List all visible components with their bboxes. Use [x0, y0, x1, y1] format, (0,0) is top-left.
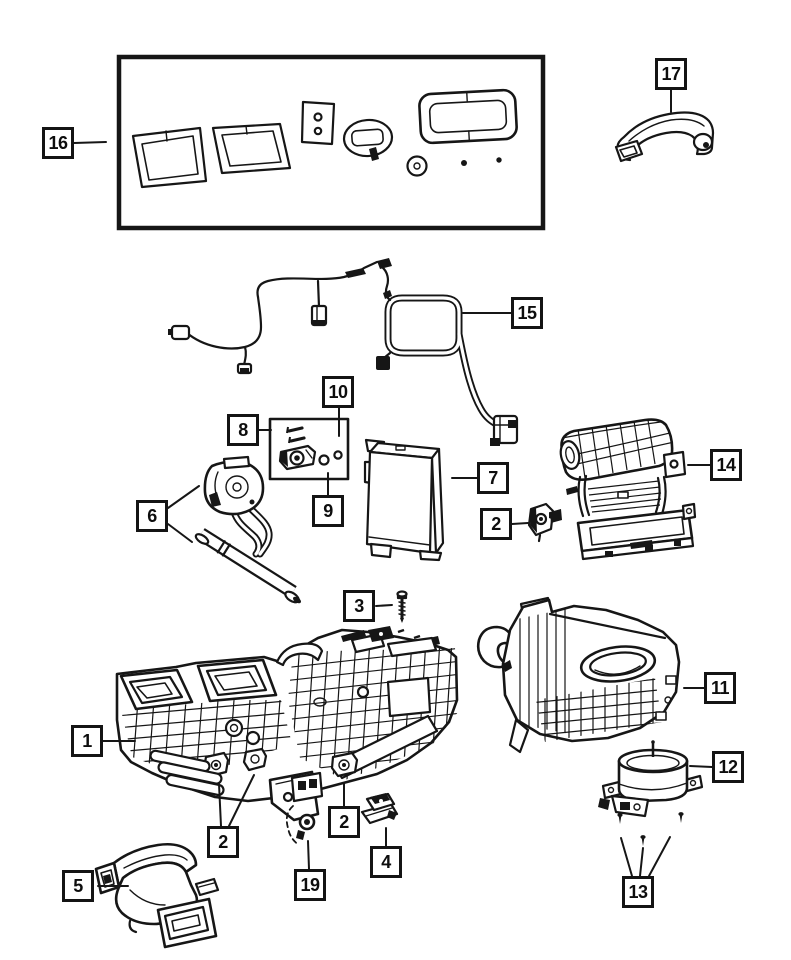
part-6-heater-core-tubes: [194, 455, 302, 604]
callout-13: 13: [622, 876, 654, 908]
part-1-hvac-housing: [115, 626, 459, 822]
callout-3: 3: [343, 590, 375, 622]
callout-9: 9: [312, 495, 344, 527]
part-5-floor-duct: [94, 842, 220, 949]
callout-2-left: 2: [207, 826, 239, 858]
callout-1: 1: [71, 725, 103, 757]
part-17-duct: [614, 111, 715, 163]
callout-10: 10: [322, 376, 354, 408]
leader-lines: [73, 89, 713, 887]
part-3-screw: [396, 590, 408, 623]
callout-2-evaporator: 2: [480, 508, 512, 540]
callout-8: 8: [227, 414, 259, 446]
part-13-screws: [617, 812, 684, 846]
callout-6: 6: [136, 500, 168, 532]
callout-5: 5: [62, 870, 94, 902]
part-12-blower-motor: [598, 740, 704, 818]
callout-19: 19: [294, 869, 326, 901]
part-16-seal-kit-panel: [116, 54, 546, 231]
part-8-9-10-hardware-kit: [268, 417, 350, 481]
callout-7: 7: [477, 462, 509, 494]
callout-4: 4: [370, 846, 402, 878]
callout-11: 11: [704, 672, 736, 704]
callout-12: 12: [712, 751, 744, 783]
callout-14: 14: [710, 449, 742, 481]
part-11-blower-housing: [476, 596, 681, 754]
callout-16: 16: [42, 127, 74, 159]
callout-2-right: 2: [328, 806, 360, 838]
part-14-upper-housing: [550, 418, 697, 561]
part-19-grommet: [285, 805, 316, 846]
part-15-wiring-harness: [168, 258, 519, 446]
callout-15: 15: [511, 297, 543, 329]
callout-17: 17: [655, 58, 687, 90]
part-7-evaporator-core: [363, 438, 445, 562]
part-4-module: [360, 792, 399, 825]
